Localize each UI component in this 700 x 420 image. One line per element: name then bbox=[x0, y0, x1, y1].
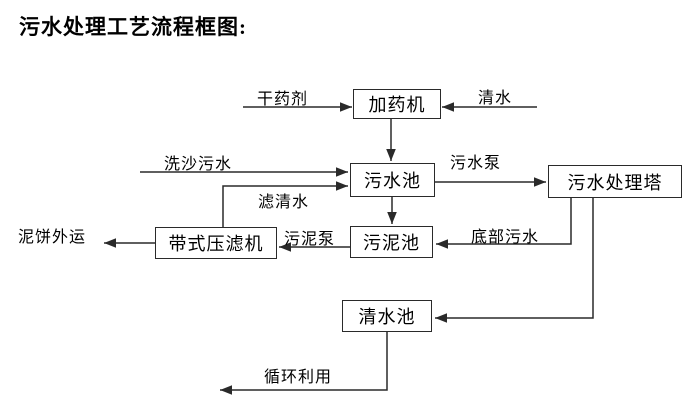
node-sewage-pool: 污水池 bbox=[350, 163, 435, 197]
edge-label-bottom-sewage: 底部污水 bbox=[471, 229, 540, 246]
node-dosing-machine-label: 加药机 bbox=[368, 95, 426, 115]
edge-label-filtered-water: 滤清水 bbox=[258, 194, 310, 211]
edge-label-dry-agent: 干药剂 bbox=[257, 91, 309, 108]
diagram-title: 污水处理工艺流程框图: bbox=[19, 15, 247, 39]
arrow-bottom-sewage-to-sludge-pool bbox=[436, 198, 572, 249]
edge-label-recycle: 循环利用 bbox=[264, 369, 333, 386]
node-treatment-tower-label: 污水处理塔 bbox=[567, 172, 663, 193]
node-sludge-pool: 污泥池 bbox=[350, 226, 433, 258]
node-clean-water-pool-label: 清水池 bbox=[358, 307, 416, 327]
edge-label-sludge-pump: 污泥泵 bbox=[284, 231, 336, 248]
node-sludge-pool-label: 污泥池 bbox=[363, 233, 420, 253]
edge-label-mud-cake-out: 泥饼外运 bbox=[18, 229, 87, 246]
node-belt-filter-press-label: 带式压滤机 bbox=[168, 234, 264, 254]
edge-label-sewage-pump: 污水泵 bbox=[450, 155, 502, 172]
node-treatment-tower: 污水处理塔 bbox=[548, 165, 682, 198]
node-dosing-machine: 加药机 bbox=[353, 89, 441, 119]
arrow-tower-to-clean-water-pool bbox=[435, 198, 594, 323]
arrow-recycle-out bbox=[220, 332, 388, 395]
node-belt-filter-press: 带式压滤机 bbox=[155, 227, 277, 259]
node-clean-water-pool: 清水池 bbox=[342, 300, 432, 332]
arrow-filtered-water-to-sewage-pool bbox=[222, 181, 348, 227]
node-sewage-pool-label: 污水池 bbox=[364, 171, 421, 191]
edge-label-sand-washing-sewage: 洗沙污水 bbox=[164, 156, 233, 173]
edge-label-clean-water: 清水 bbox=[478, 90, 513, 107]
